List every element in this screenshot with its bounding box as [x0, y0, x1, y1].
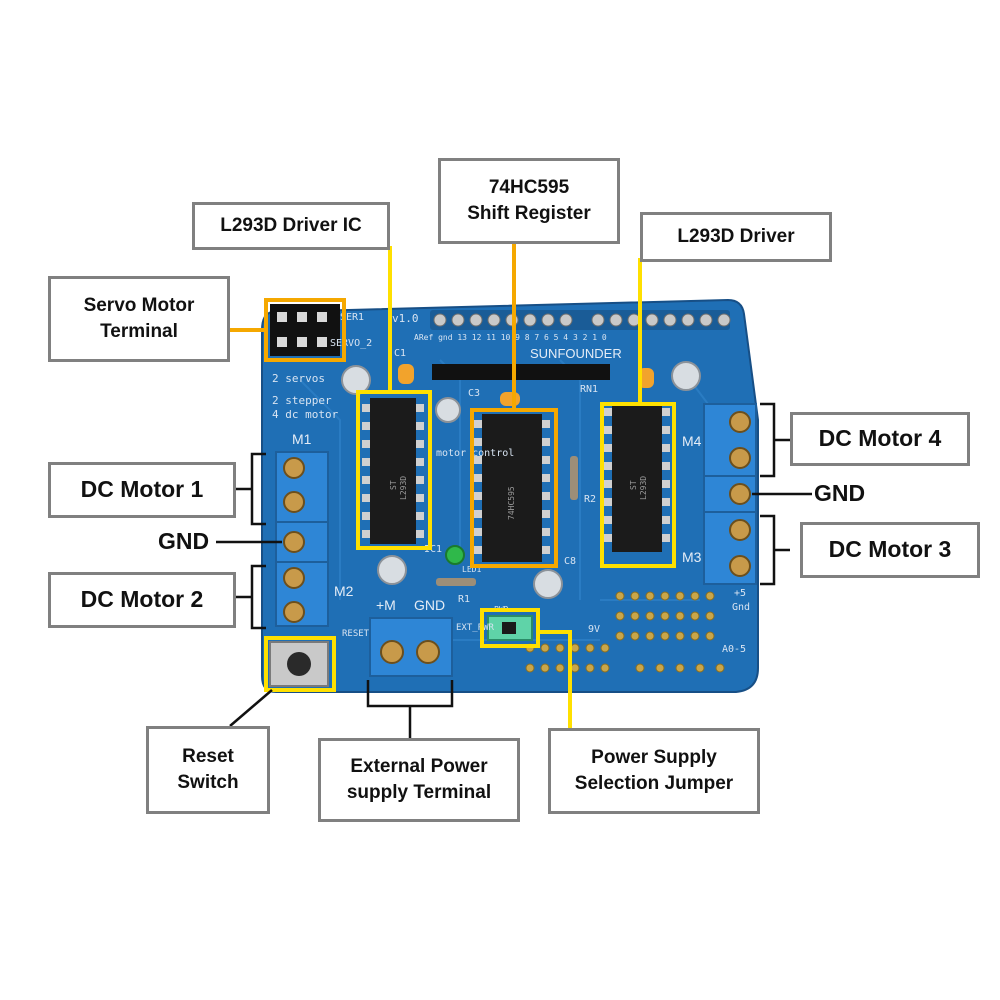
chip-left-brand: ST [389, 480, 398, 490]
chip-right-text: L293D [639, 476, 648, 500]
left-terminal-blocks [275, 451, 329, 627]
shift-register-chip [474, 414, 550, 562]
callout-psu-line1: Power Supply [591, 747, 717, 769]
callout-servo-line2: Terminal [100, 321, 178, 342]
bracket-dc3 [760, 514, 790, 586]
silk-motor-control: motor control [436, 448, 514, 459]
gnd-right-label: GND [814, 480, 866, 506]
chip-middle-text: 74HC595 [507, 486, 516, 520]
callout-dc-motor-2: DC Motor 2 [48, 572, 236, 628]
line-reset [229, 689, 273, 727]
right-terminal-blocks [703, 403, 757, 585]
bracket-ext-power [366, 680, 454, 738]
callout-reset-switch: Reset Switch [146, 726, 270, 814]
silk-stepper-line1: 2 stepper [272, 394, 332, 407]
callout-ext-power-line1: External Power [350, 756, 488, 778]
callout-shift-register-line2: Shift Register [467, 203, 591, 224]
silk-r1: R1 [458, 594, 470, 605]
callout-dc-motor-3: DC Motor 3 [800, 522, 980, 578]
silk-plus-m: +M [376, 597, 396, 613]
callout-dc-motor-2-text: DC Motor 2 [80, 586, 204, 613]
silk-c1: C1 [394, 348, 406, 359]
silk-reset: RESET [342, 629, 370, 639]
silk-gnd-small: Gnd [732, 602, 750, 613]
silk-servo2: SERVO_2 [330, 338, 372, 349]
highlight-reset [264, 636, 336, 692]
resistors [436, 456, 578, 586]
callout-l293d-driver-text: L293D Driver [677, 226, 795, 248]
silk-m2: M2 [334, 583, 354, 599]
top-header-pins [430, 310, 731, 330]
bracket-dc1 [236, 452, 266, 526]
l293d-chip-left [362, 398, 424, 544]
callout-dc-motor-1: DC Motor 1 [48, 462, 236, 518]
silk-c3: C3 [468, 388, 480, 399]
servo-header-pins [270, 304, 340, 356]
silk-c8: C8 [564, 556, 576, 567]
callout-dc-motor-4-text: DC Motor 4 [818, 425, 942, 452]
silk-version: v1.0 [392, 312, 419, 325]
callout-shift-register: 74HC595 Shift Register [438, 158, 620, 244]
callout-dc-motor-3-text: DC Motor 3 [828, 536, 952, 563]
silk-servo-count: 2 servos [272, 372, 325, 385]
chip-left-text: L293D [399, 476, 408, 500]
green-led [445, 545, 465, 565]
silk-ic1: IC1 [424, 544, 442, 555]
silk-m3: M3 [682, 549, 702, 565]
callout-l293d-driver: L293D Driver [640, 212, 832, 262]
highlight-l293d-left [356, 390, 432, 550]
silk-rn1: RN1 [580, 384, 598, 395]
callout-servo-terminal: Servo Motor Terminal [48, 276, 230, 362]
silk-m1: M1 [292, 431, 312, 447]
silk-plus5: +5 [734, 588, 746, 599]
silk-header-pins: ARef gnd 13 12 11 10 9 8 7 6 5 4 3 2 1 0 [414, 333, 607, 342]
silk-servo1: SER1 [340, 312, 364, 323]
highlight-jumper [480, 608, 540, 648]
silk-led1: LED1 [462, 565, 481, 574]
connector-lines [228, 242, 642, 728]
callout-l293d-driver-ic-text: L293D Driver IC [220, 215, 362, 237]
bracket-dc4 [760, 402, 790, 478]
silk-r2: R2 [584, 494, 596, 505]
callout-reset-line2: Switch [177, 772, 239, 793]
gnd-left-label: GND [158, 528, 210, 554]
analog-header-holes [525, 591, 725, 673]
silk-ext-pwr: EXT_PWR [456, 623, 495, 633]
l293d-chip-right [604, 402, 670, 552]
silk-a0-5: A0-5 [722, 644, 746, 655]
callout-dc-motor-1-text: DC Motor 1 [80, 476, 204, 503]
bracket-dc2 [236, 564, 266, 630]
silk-9v: 9V [588, 624, 600, 635]
callout-external-power: External Power supply Terminal [318, 738, 520, 822]
capacitors [341, 361, 701, 599]
callout-shift-register-line1: 74HC595 [488, 177, 570, 199]
reset-button [269, 641, 329, 687]
callout-l293d-driver-ic: L293D Driver IC [192, 202, 390, 250]
callout-servo-line1: Servo Motor [83, 295, 195, 317]
callout-psu-line2: Selection Jumper [574, 773, 734, 794]
silk-brand: SUNFOUNDER [530, 346, 622, 361]
power-terminal-block [369, 617, 453, 677]
silk-gnd: GND [414, 597, 445, 613]
power-jumper [487, 615, 533, 641]
resistor-network [432, 364, 610, 380]
bracket-lines [216, 402, 812, 738]
callout-dc-motor-4: DC Motor 4 [790, 412, 970, 466]
chip-right-brand: ST [629, 480, 638, 490]
callout-power-supply-jumper: Power Supply Selection Jumper [548, 728, 760, 814]
silk-m4: M4 [682, 433, 702, 449]
callout-ext-power-line2: supply Terminal [346, 782, 492, 803]
silk-stepper-line2: 4 dc motor [272, 408, 339, 421]
callout-reset-line1: Reset [182, 746, 234, 768]
